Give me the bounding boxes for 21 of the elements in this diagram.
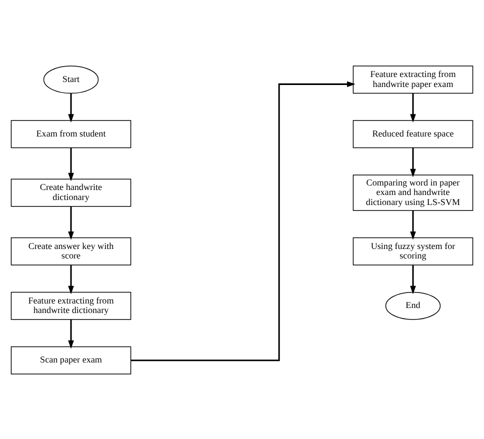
node-box: Exam from student (10, 120, 132, 148)
arrow (130, 80, 356, 361)
node-ellipse: End (385, 291, 441, 320)
arrow (68, 92, 74, 122)
arrow (68, 206, 74, 240)
arrow (410, 264, 416, 294)
arrow (410, 210, 416, 240)
node-box: Comparing word in paper exam and handwrite dictionary using LS-SVM (352, 174, 474, 210)
arrow (68, 319, 74, 348)
node-box: Scan paper exam (10, 346, 132, 374)
arrow (68, 264, 74, 294)
node-box: Using fuzzy system for scoring (352, 236, 474, 265)
node-box: Feature extracting from handwrite dictionary (10, 291, 132, 320)
node-box: Create answer key with score (10, 236, 132, 265)
arrow (68, 148, 74, 181)
node-box: Reduced feature space (352, 120, 474, 148)
node-box: Create handwrite dictionary (10, 178, 132, 206)
node-box: Feature extracting from handwrite paper exam (352, 65, 474, 94)
arrow (410, 92, 416, 122)
arrow (410, 148, 416, 177)
node-ellipse: Start (43, 65, 99, 94)
